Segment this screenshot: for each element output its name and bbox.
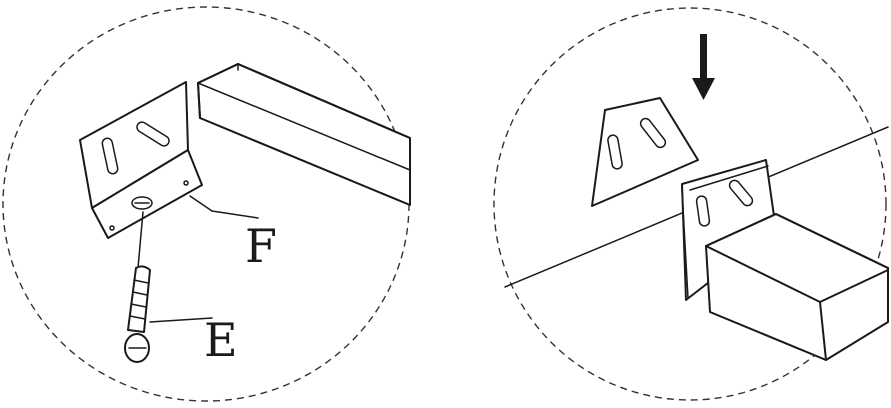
- left-detail: F E: [3, 7, 410, 401]
- down-arrow-icon: [692, 34, 715, 100]
- leader-line-e: [150, 318, 212, 322]
- right-rail: [706, 214, 888, 360]
- l-bracket-f: [80, 82, 202, 238]
- right-detail: [494, 8, 888, 400]
- label-f: F: [245, 219, 277, 273]
- leader-line-f: [190, 196, 258, 218]
- screw-e: [125, 212, 150, 362]
- left-rail: [198, 64, 410, 205]
- label-e: E: [204, 313, 238, 367]
